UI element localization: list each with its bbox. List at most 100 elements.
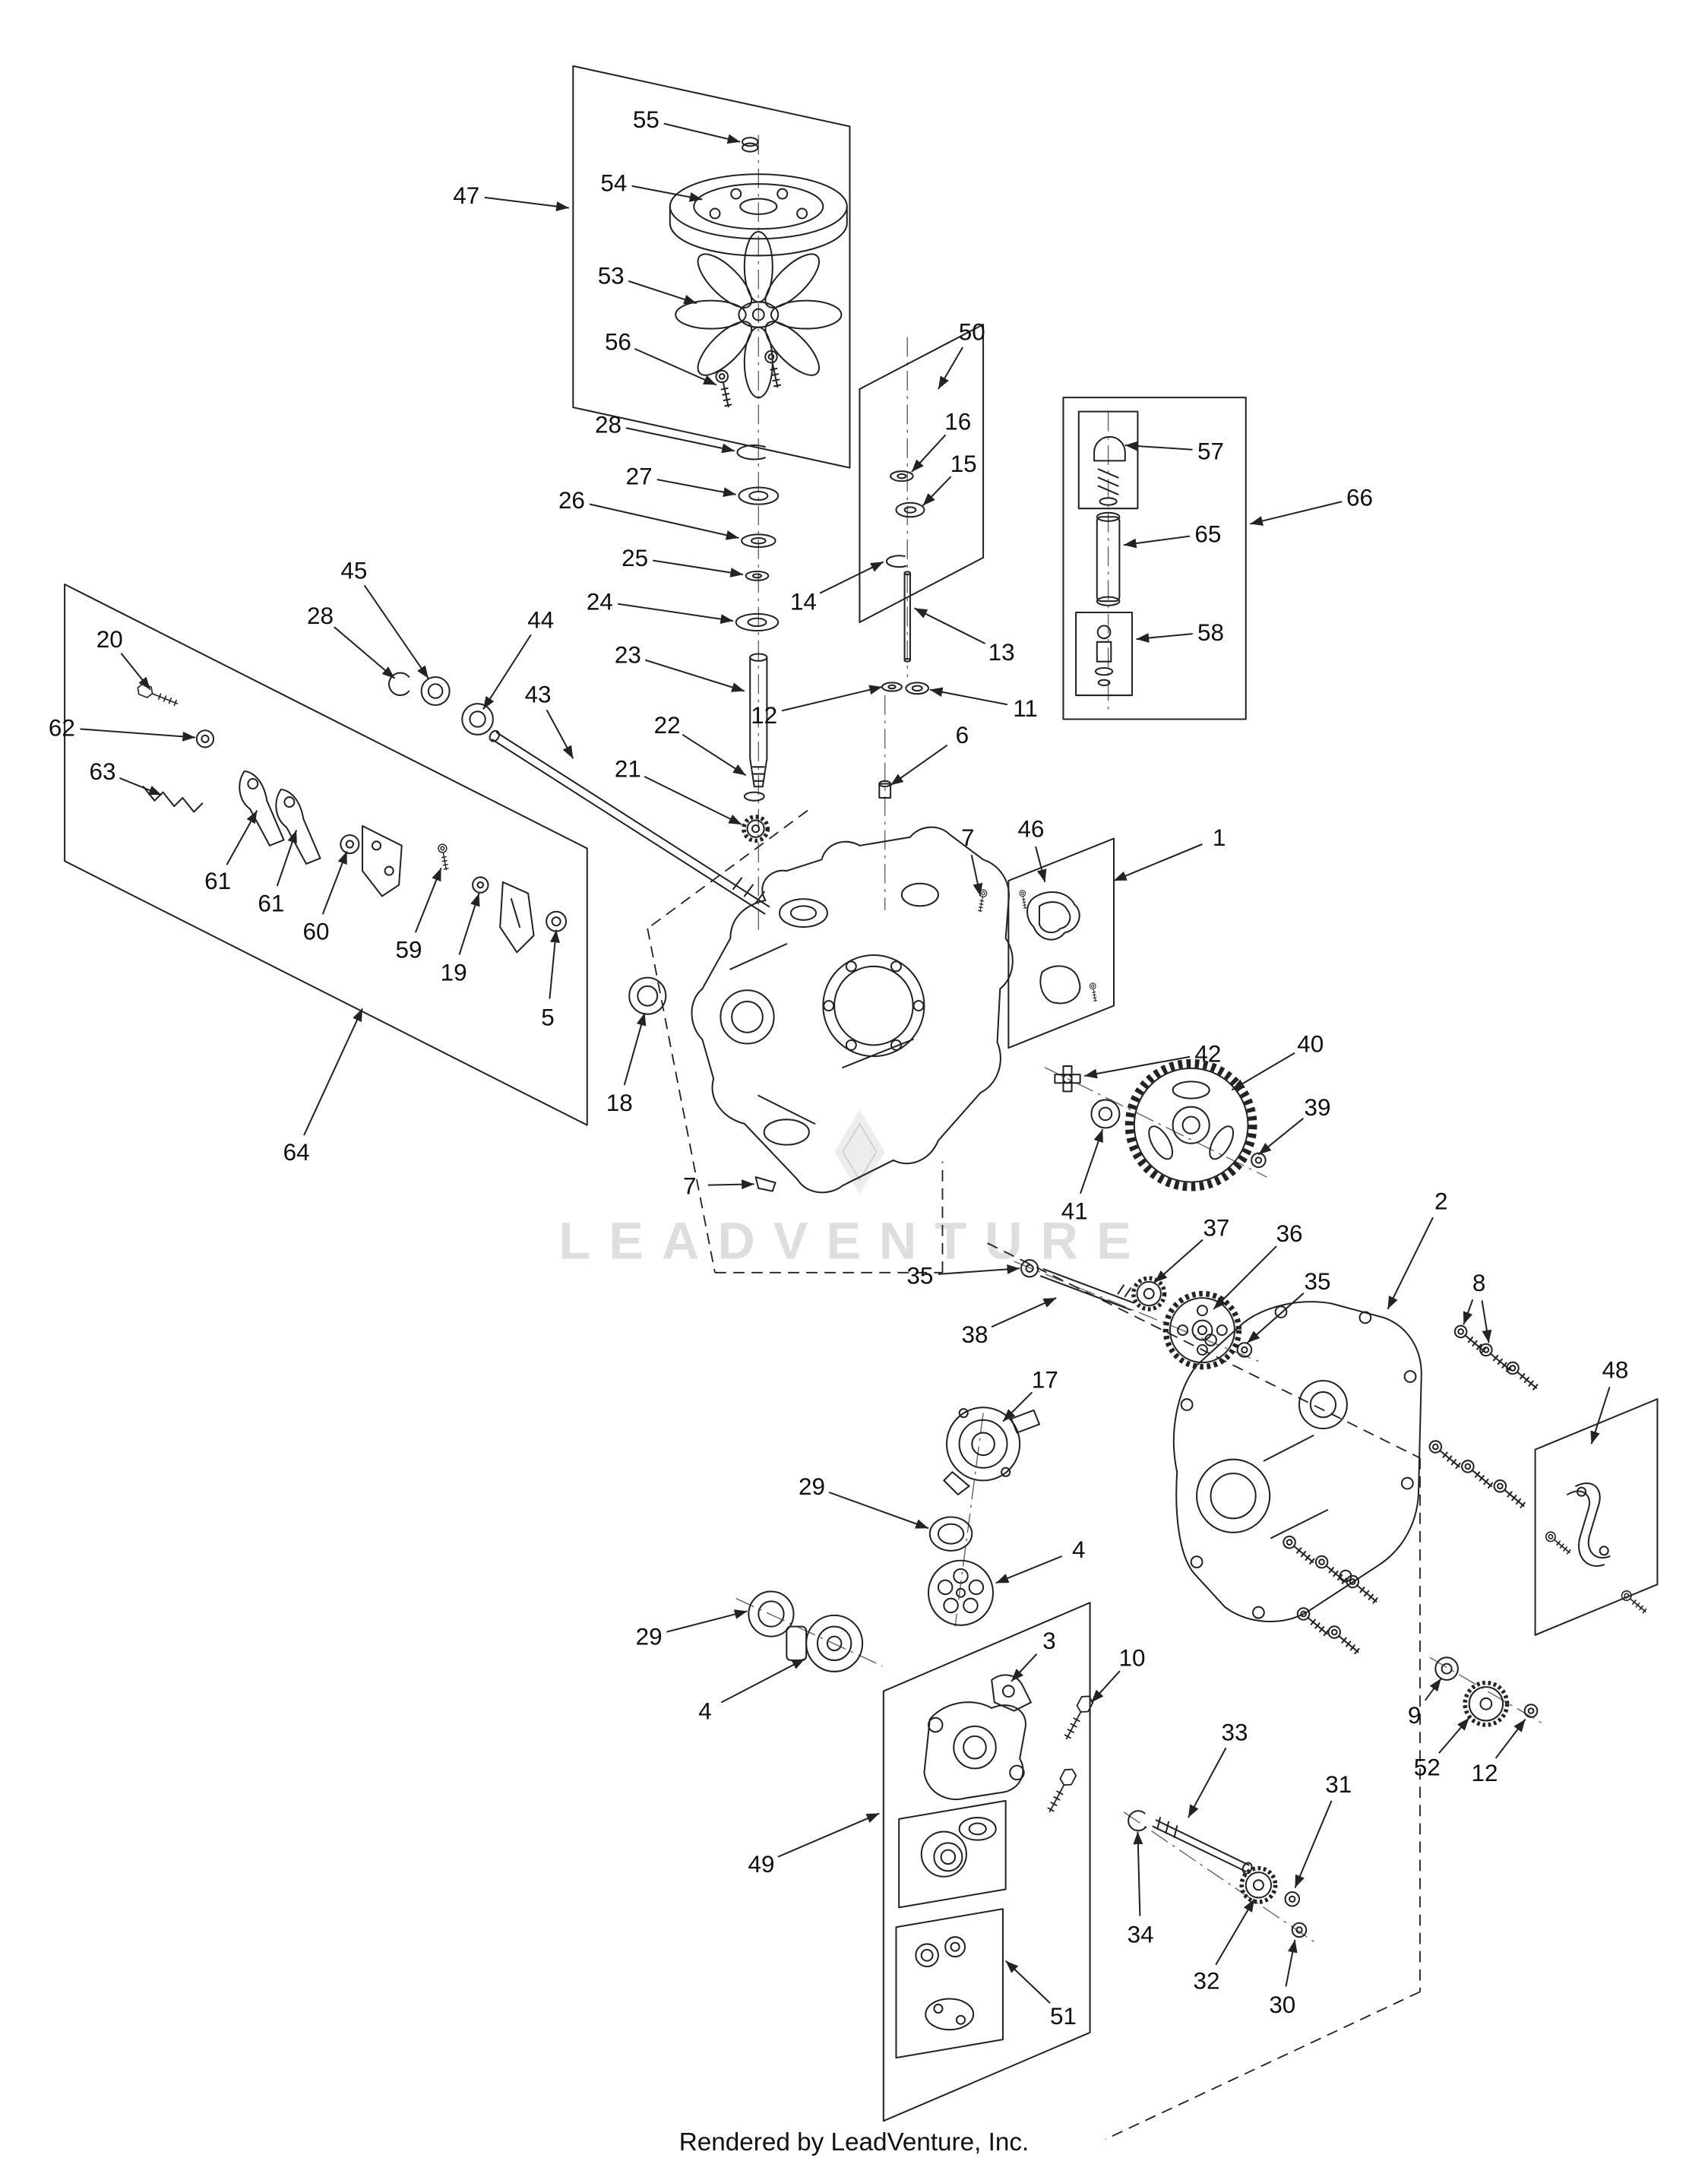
callout-10: 10 (1119, 1644, 1146, 1671)
callout-28: 28 (307, 603, 334, 629)
leader-line-56 (634, 348, 717, 386)
leader-line-39 (1257, 1118, 1305, 1156)
box-47 (572, 65, 851, 469)
gear-36 (1162, 1290, 1242, 1370)
callout-55: 55 (633, 106, 659, 133)
strap-screw-icon (1543, 1529, 1574, 1557)
callout-39: 39 (1305, 1094, 1331, 1121)
leader-line-29 (828, 1491, 929, 1530)
callout-2: 2 (1434, 1188, 1447, 1215)
bottom-shaft-group (1128, 1810, 1308, 1938)
cover-plate (1172, 1301, 1422, 1622)
leader-line-45 (363, 584, 429, 679)
callout-23: 23 (615, 642, 641, 669)
callout-46: 46 (1017, 816, 1044, 843)
leader-line-62 (80, 728, 196, 742)
callout-33: 33 (1221, 1719, 1248, 1745)
leader-line-37 (1153, 1239, 1204, 1283)
shaft-38 (1039, 1268, 1134, 1311)
main-housing (691, 826, 1014, 1194)
leader-line-12 (1494, 1719, 1526, 1759)
leader-line-24 (618, 603, 734, 625)
callout-14: 14 (790, 588, 817, 615)
dashed-guides (647, 809, 1421, 2140)
leader-line-33 (1188, 1747, 1227, 1818)
leader-line-3 (1011, 1653, 1038, 1682)
screw-59-icon (437, 843, 451, 872)
callout-34: 34 (1128, 1922, 1154, 1948)
leader-line-53 (628, 280, 697, 305)
sub-box-gerotor (898, 1799, 1007, 1909)
leader-line-57 (1124, 441, 1193, 451)
gear-32 (1239, 1865, 1278, 1904)
box-46 (1007, 837, 1115, 1049)
leader-line-32 (1215, 1898, 1255, 1966)
callout-64: 64 (283, 1139, 310, 1166)
leader-line-7 (970, 855, 983, 897)
leader-line-26 (589, 503, 739, 540)
charge-pump-group (748, 1406, 1096, 1816)
callout-9: 9 (1408, 1702, 1421, 1729)
leader-line-61 (276, 830, 298, 887)
leader-line-8 (1481, 1300, 1492, 1343)
callout-48: 48 (1602, 1356, 1628, 1383)
callout-52: 52 (1414, 1754, 1441, 1781)
output-gear-group (1054, 1058, 1267, 1191)
leader-line-28 (625, 427, 735, 454)
callout-62: 62 (49, 715, 75, 742)
callout-59: 59 (396, 937, 422, 963)
leader-line-44 (482, 634, 532, 710)
leader-line-4 (720, 1658, 805, 1704)
leader-line-38 (991, 1297, 1057, 1328)
brake-rod-parts (859, 324, 985, 799)
bolt-20-icon (134, 682, 181, 710)
leader-line-10 (1090, 1670, 1121, 1704)
callout-20: 20 (96, 626, 123, 653)
centerlines (735, 134, 1545, 1945)
screw-8-icon (1491, 1476, 1529, 1511)
box-64 (64, 583, 588, 1126)
callout-1: 1 (1213, 824, 1226, 851)
leader-line-63 (119, 777, 163, 796)
leader-line-9 (1424, 1678, 1442, 1701)
callout-30: 30 (1269, 1992, 1295, 2018)
callout-44: 44 (527, 606, 554, 633)
screw-8-icon (1280, 1533, 1318, 1568)
callout-35: 35 (1305, 1268, 1331, 1295)
watermark: LEADVENTURE (558, 1109, 1149, 1270)
leader-line-6 (890, 744, 948, 786)
leader-line-14 (819, 561, 884, 594)
watermark-diamond-inner-icon (842, 1122, 878, 1182)
callout-58: 58 (1197, 619, 1224, 646)
leader-line-46 (1035, 846, 1047, 883)
idler-gear-group (1020, 1259, 1253, 1370)
pinion-37 (1131, 1276, 1167, 1311)
leader-line-50 (938, 346, 963, 390)
screw-8-icon (1458, 1457, 1496, 1492)
leader-line-35 (1246, 1292, 1305, 1344)
leader-line-61 (226, 810, 258, 865)
callout-22: 22 (654, 712, 681, 739)
leader-line-48 (1590, 1386, 1611, 1444)
leader-line-1 (1113, 843, 1203, 882)
leader-line-19 (458, 893, 480, 955)
box-50 (859, 324, 985, 623)
leader-line-47 (484, 196, 569, 211)
callout-47: 47 (453, 182, 479, 209)
screw-8-icon (1294, 1605, 1332, 1640)
watermark-text: LEADVENTURE (558, 1212, 1149, 1270)
box-66 (1062, 397, 1247, 720)
callout-42: 42 (1194, 1041, 1221, 1068)
fan-screw-icon (714, 369, 735, 409)
callout-6: 6 (956, 722, 969, 748)
leader-line-49 (777, 1812, 880, 1858)
sub-box-seals (895, 1908, 1004, 2059)
callout-7: 7 (683, 1172, 696, 1199)
callout-43: 43 (525, 681, 552, 707)
callout-7: 7 (961, 824, 974, 851)
leader-line-11 (929, 687, 1008, 706)
leader-line-36 (1213, 1245, 1277, 1310)
callout-5: 5 (541, 1004, 554, 1030)
